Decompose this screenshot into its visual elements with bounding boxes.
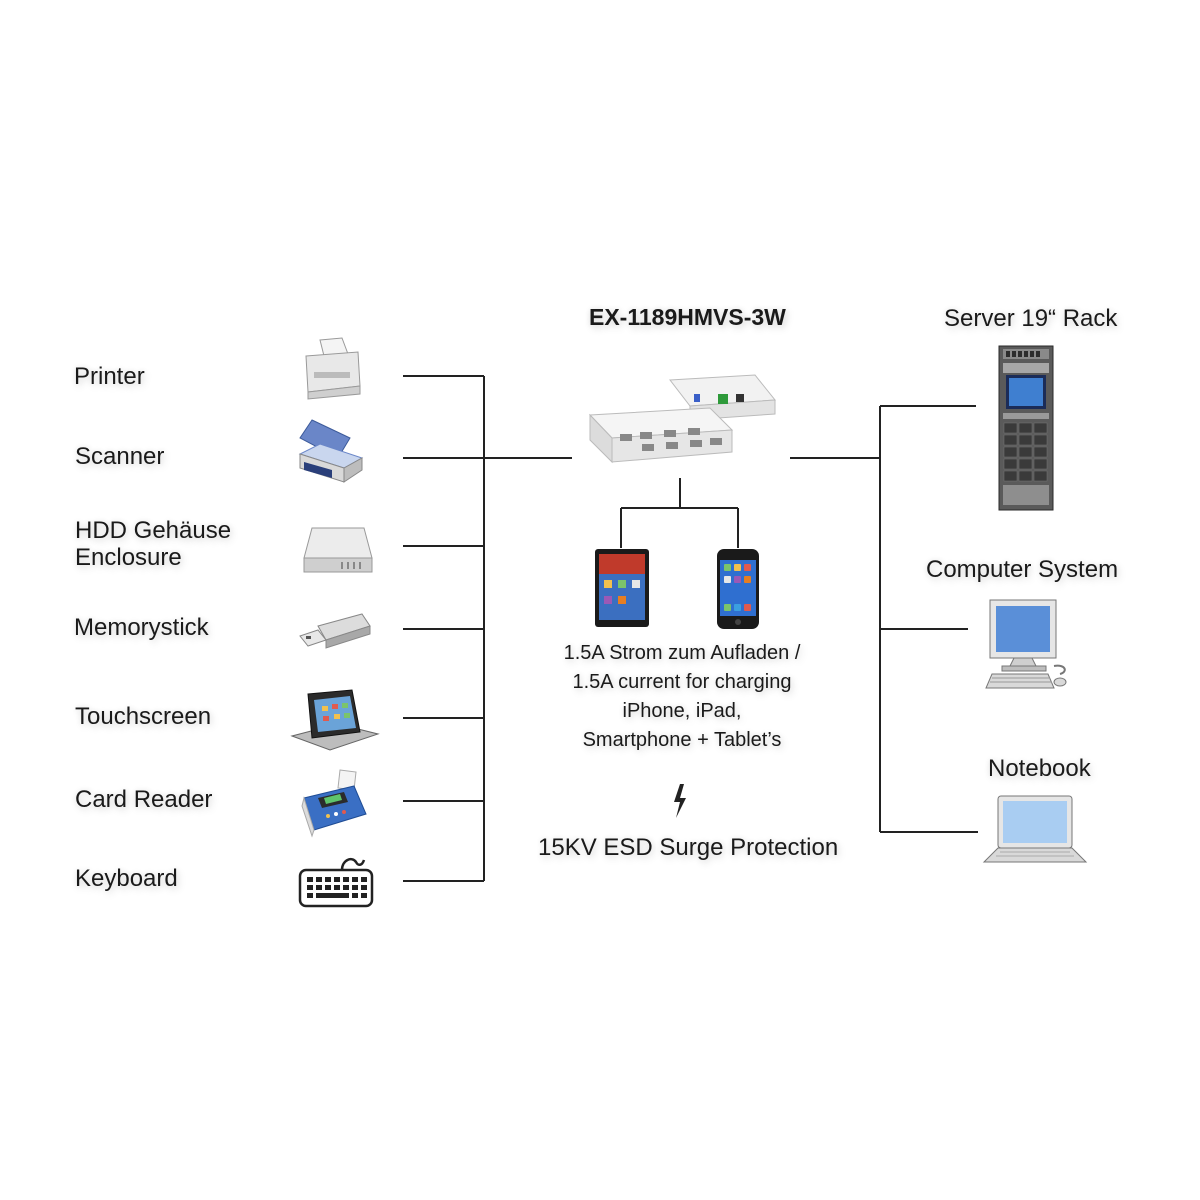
label-server-rack: Server 19“ Rack [944,305,1118,332]
charging-line-4: Smartphone + Tablet’s [582,729,782,751]
desktop-computer-icon [985,599,1067,689]
keyboard-icon [298,858,374,908]
label-memorystick: Memorystick [74,614,209,641]
label-computer-system: Computer System [926,556,1119,583]
scanner-icon [298,419,364,483]
charging-line-1: 1.5A Strom zum Aufladen / [563,642,801,664]
esd-label: 15KV ESD Surge Protection [538,834,839,861]
charging-info: 1.5A Strom zum Aufladen / 1.5A current f… [540,639,824,755]
charging-line-3: iPhone, iPad, [622,700,742,722]
label-hdd-line2: Enclosure [75,544,182,571]
notebook-icon [982,795,1088,863]
lightning-icon [674,784,686,818]
tablet-icon [595,549,649,627]
charging-line-2: 1.5A current for charging [572,671,792,693]
pos-touchscreen-icon [290,689,380,751]
label-notebook: Notebook [988,755,1091,782]
label-scanner: Scanner [75,443,165,470]
usb-hub-icon [588,374,776,464]
card-reader-icon [301,769,367,838]
label-hdd-line1: HDD Gehäuse [75,517,232,544]
smartphone-icon [717,549,759,629]
hdd-enclosure-icon [303,527,373,573]
label-keyboard: Keyboard [75,865,178,892]
label-printer: Printer [74,363,145,390]
hub-title: EX-1189HMVS-3W [589,304,786,330]
server-rack-icon [998,345,1054,511]
printer-icon [305,337,361,400]
label-card-reader: Card Reader [75,786,213,813]
usb-stick-icon [299,613,371,649]
label-touchscreen: Touchscreen [75,703,212,730]
